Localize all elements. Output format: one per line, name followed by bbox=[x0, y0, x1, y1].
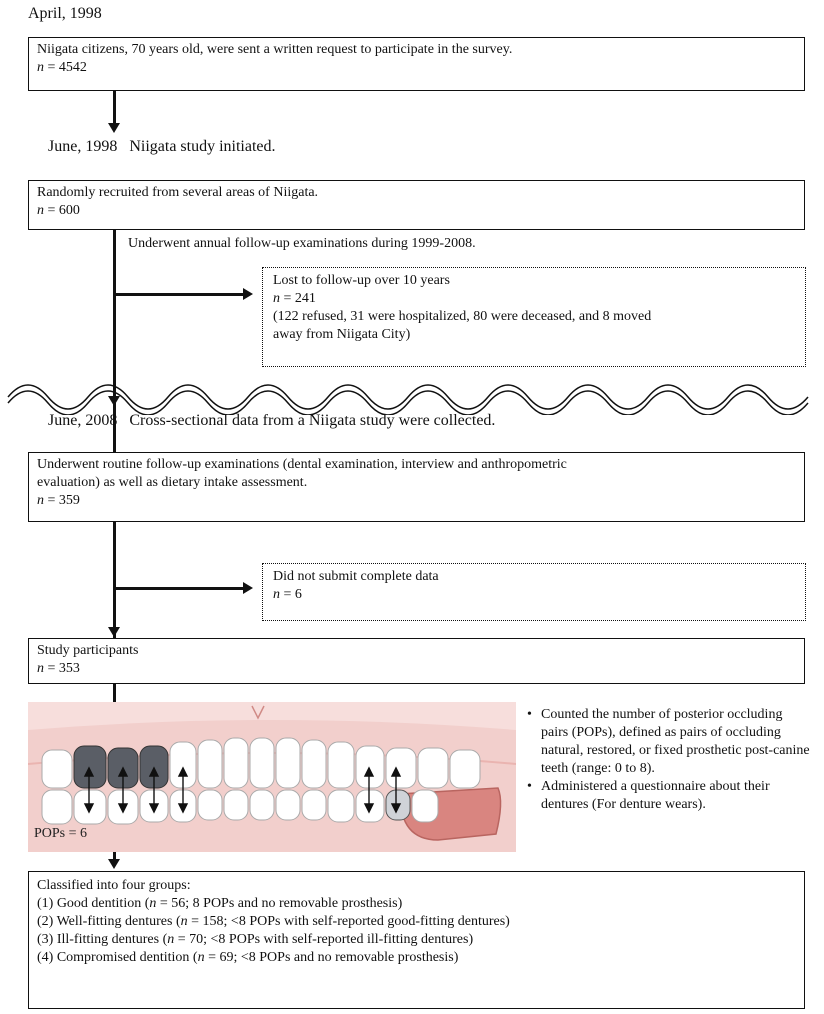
lower-tooth bbox=[328, 790, 354, 822]
lost-followup-detail-1: (122 refused, 31 were hospitalized, 80 w… bbox=[273, 308, 797, 326]
classification-title: Classified into four groups: bbox=[37, 877, 796, 895]
dental-arch-svg bbox=[28, 702, 516, 852]
group-well-fitting: (2) Well-fitting dentures (n = 158; <8 P… bbox=[37, 913, 796, 931]
upper-tooth bbox=[356, 746, 384, 788]
upper-tooth bbox=[302, 740, 326, 788]
routine-exam-box: Underwent routine follow-up examinations… bbox=[28, 452, 805, 522]
lost-followup-count: n = 241 bbox=[273, 290, 797, 308]
upper-tooth bbox=[250, 738, 274, 788]
flow-arrowhead-4 bbox=[108, 859, 120, 869]
routine-exam-text-1: Underwent routine follow-up examinations… bbox=[37, 456, 796, 474]
lost-followup-title: Lost to follow-up over 10 years bbox=[273, 272, 797, 290]
flow-arrowhead-2 bbox=[108, 396, 120, 406]
lower-teeth bbox=[42, 790, 438, 824]
upper-tooth bbox=[198, 740, 222, 788]
upper-tooth-crown-1 bbox=[74, 746, 106, 788]
participants-title: Study participants bbox=[37, 642, 796, 660]
lower-tooth bbox=[250, 790, 274, 820]
note-pops-definition: Counted the number of posterior occludin… bbox=[523, 706, 813, 778]
heading-cross-sectional: June, 2008 Cross-sectional data from a N… bbox=[48, 412, 495, 430]
upper-tooth bbox=[276, 738, 300, 788]
incomplete-data-box: Did not submit complete data n = 6 bbox=[262, 563, 806, 621]
lower-tooth bbox=[224, 790, 248, 820]
upper-tooth bbox=[386, 748, 416, 788]
lower-tooth bbox=[302, 790, 326, 820]
heading-study-initiated: June, 1998 Niigata study initiated. bbox=[48, 138, 276, 156]
invitation-text: Niigata citizens, 70 years old, were sen… bbox=[37, 41, 796, 59]
incomplete-data-title: Did not submit complete data bbox=[273, 568, 797, 586]
routine-exam-text-2: evaluation) as well as dietary intake as… bbox=[37, 474, 796, 492]
invitation-box: Niigata citizens, 70 years old, were sen… bbox=[28, 37, 805, 91]
lower-tooth bbox=[42, 790, 72, 824]
participants-box: Study participants n = 353 bbox=[28, 638, 805, 684]
time-break-wave-lower bbox=[8, 385, 808, 409]
routine-exam-count: n = 359 bbox=[37, 492, 796, 510]
lower-tooth bbox=[412, 790, 438, 822]
lower-tooth bbox=[198, 790, 222, 820]
header-date: April, 1998 bbox=[28, 5, 102, 23]
flow-arrowhead-3 bbox=[108, 627, 120, 637]
invitation-count: n = 4542 bbox=[37, 59, 796, 77]
upper-teeth bbox=[42, 738, 480, 788]
recruitment-text: Randomly recruited from several areas of… bbox=[37, 184, 796, 202]
note-questionnaire: Administered a questionnaire about their… bbox=[523, 778, 813, 814]
upper-tooth bbox=[224, 738, 248, 788]
flow-line-1 bbox=[113, 91, 116, 123]
branch-arrowhead-lost bbox=[243, 288, 253, 300]
upper-tooth bbox=[418, 748, 448, 788]
flow-line-4 bbox=[113, 684, 116, 702]
branch-line-incomplete bbox=[115, 587, 243, 590]
group-compromised: (4) Compromised dentition (n = 69; <8 PO… bbox=[37, 949, 796, 967]
method-notes: Counted the number of posterior occludin… bbox=[523, 706, 813, 814]
time-break-wave bbox=[0, 375, 824, 415]
upper-tooth bbox=[42, 750, 72, 788]
upper-gum bbox=[28, 702, 516, 730]
upper-tooth bbox=[328, 742, 354, 788]
branch-arrowhead-incomplete bbox=[243, 582, 253, 594]
flow-line-3 bbox=[113, 522, 116, 627]
recruitment-box: Randomly recruited from several areas of… bbox=[28, 180, 805, 230]
recruitment-count: n = 600 bbox=[37, 202, 796, 220]
lower-tooth bbox=[276, 790, 300, 820]
group-ill-fitting: (3) Ill-fitting dentures (n = 70; <8 POP… bbox=[37, 931, 796, 949]
dental-illustration: POPs = 6 bbox=[28, 702, 516, 852]
group-good-dentition: (1) Good dentition (n = 56; 8 POPs and n… bbox=[37, 895, 796, 913]
pops-label: POPs = 6 bbox=[34, 826, 87, 842]
participants-count: n = 353 bbox=[37, 660, 796, 678]
lost-followup-detail-2: away from Niigata City) bbox=[273, 326, 797, 344]
incomplete-data-count: n = 6 bbox=[273, 586, 797, 604]
classification-box: Classified into four groups: (1) Good de… bbox=[28, 871, 805, 1009]
lost-followup-box: Lost to follow-up over 10 years n = 241 … bbox=[262, 267, 806, 367]
annual-followup-label: Underwent annual follow-up examinations … bbox=[128, 236, 476, 252]
upper-tooth bbox=[450, 750, 480, 788]
flow-arrowhead-1 bbox=[108, 123, 120, 133]
branch-line-lost bbox=[115, 293, 243, 296]
